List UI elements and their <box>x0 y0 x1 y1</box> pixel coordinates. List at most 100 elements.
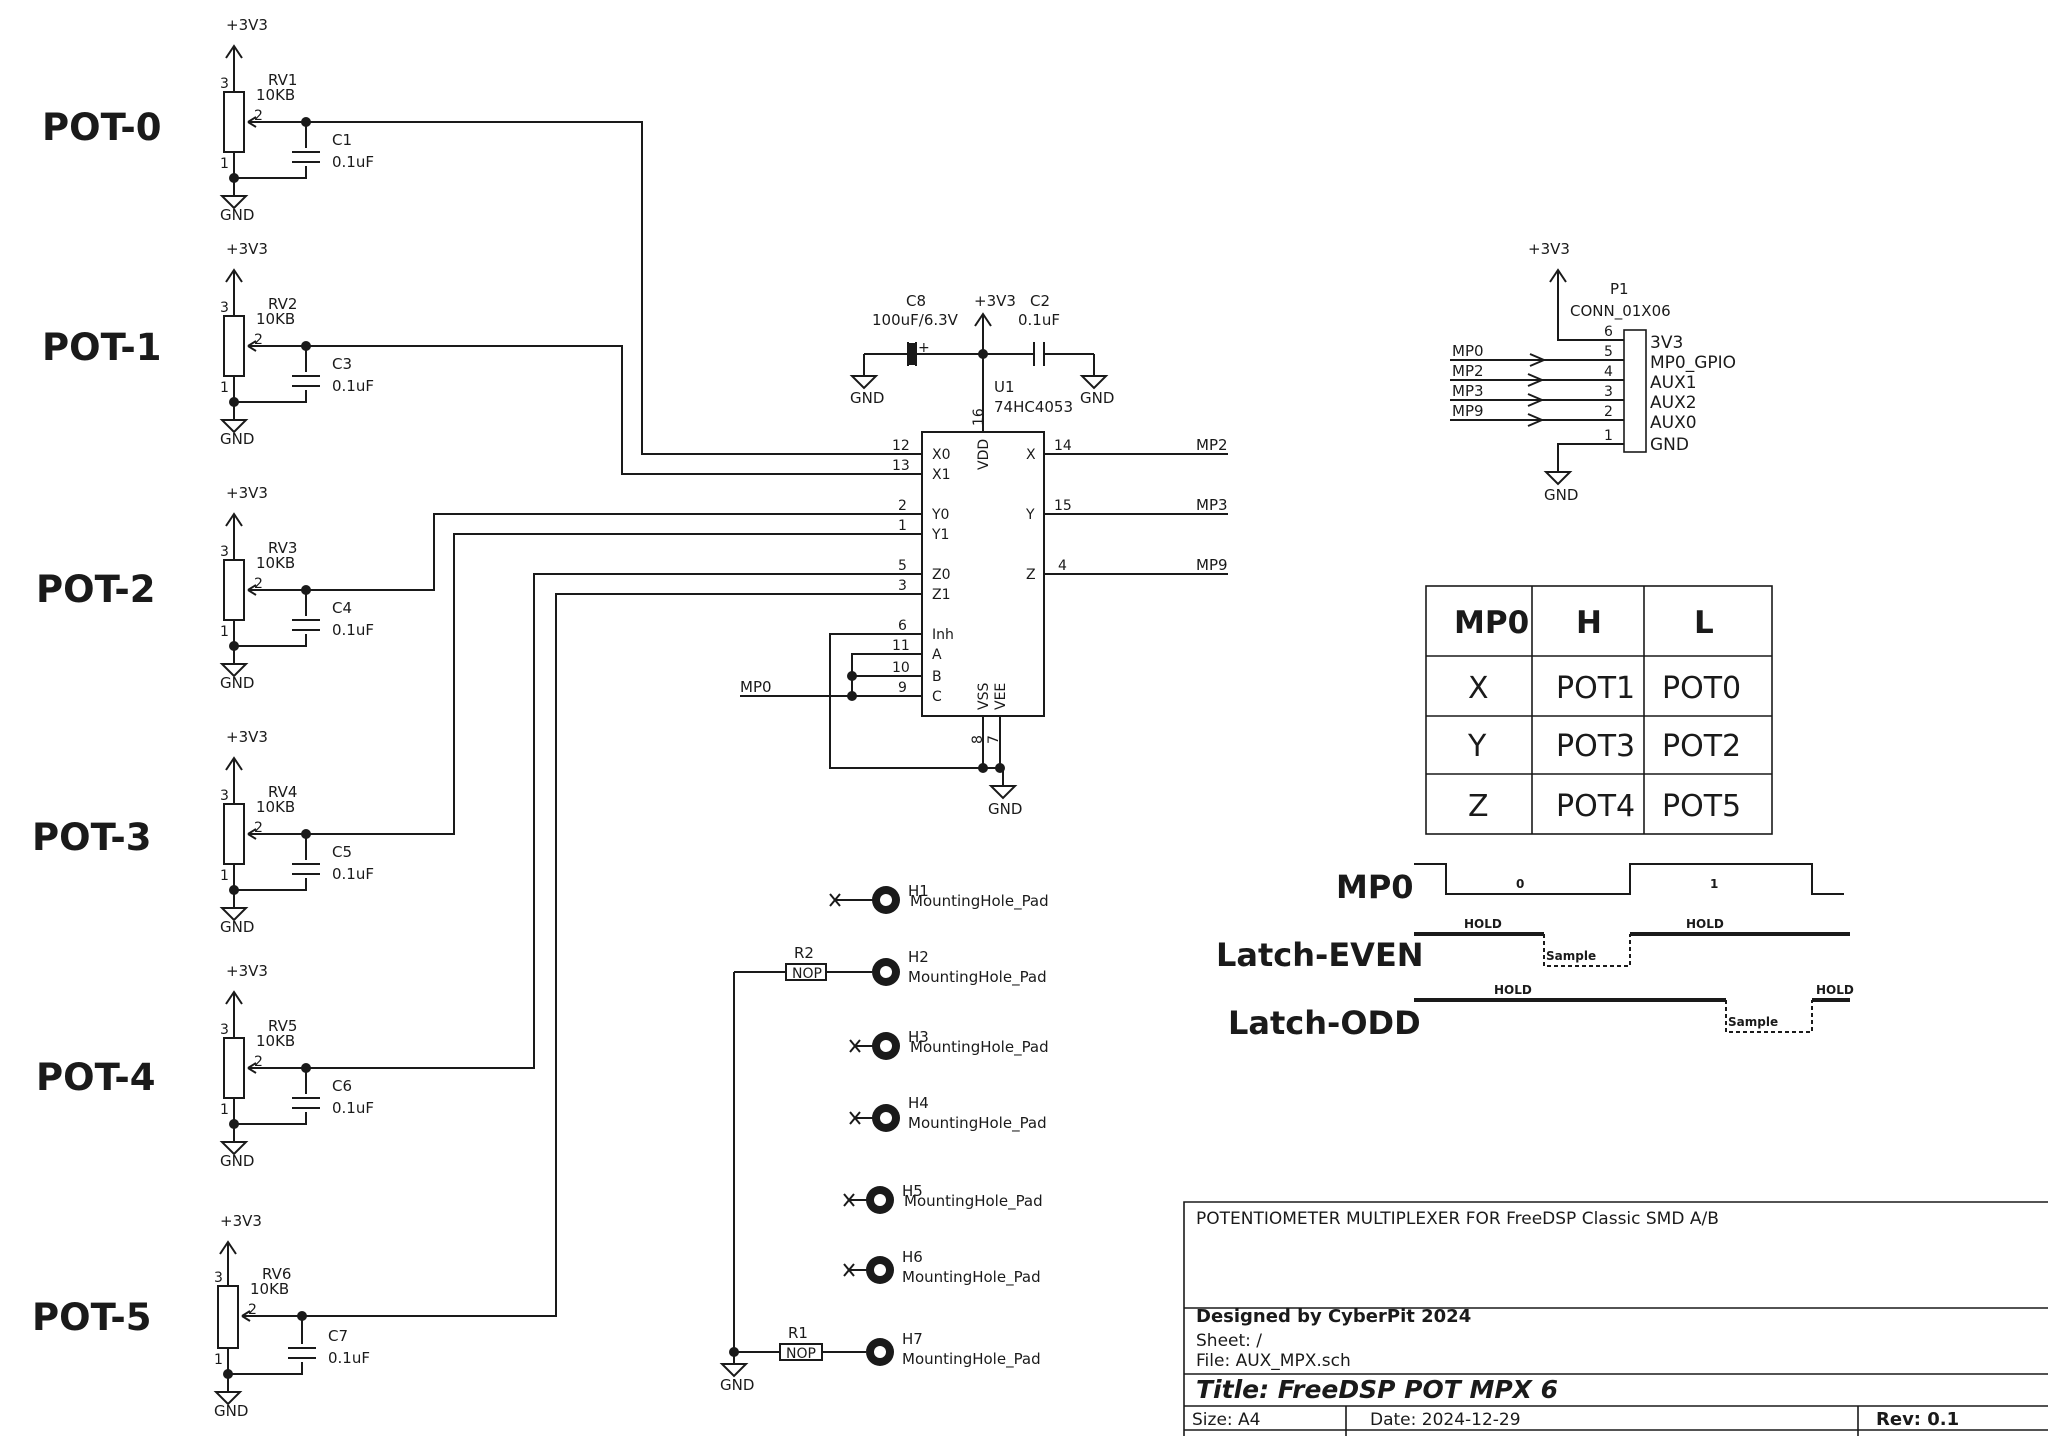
schematic-label: A <box>932 647 942 663</box>
schematic-label: GND <box>220 206 254 224</box>
schematic-label: GND <box>720 1376 754 1394</box>
sheet-size: Size: A4 <box>1192 1410 1260 1430</box>
schematic-label: POT0 <box>1662 671 1741 706</box>
schematic-label: RV6 <box>262 1265 291 1283</box>
schematic-label: C <box>932 689 942 705</box>
schematic-label: GND <box>220 430 254 448</box>
schematic-label: 6 <box>898 618 907 634</box>
schematic-label: MountingHole_Pad <box>902 1350 1041 1369</box>
schematic-label: +3V3 <box>226 728 268 746</box>
schematic-label: MountingHole_Pad <box>904 1192 1043 1211</box>
schematic-label: 3 <box>898 578 907 594</box>
schematic-label: Z0 <box>932 567 951 583</box>
sheet-date: Date: 2024-12-29 <box>1370 1410 1521 1430</box>
schematic-label: Sample <box>1728 1015 1778 1029</box>
pot-block-4: +3V3 3 2 1 RV5 10KB C6 0.1uF GND POT-4 <box>36 962 374 1170</box>
pot-label: POT-0 <box>42 106 161 149</box>
schematic-label: GND <box>1544 486 1578 504</box>
schematic-label: X <box>1026 447 1036 463</box>
connector-p1: +3V3 P1 CONN_01X06 GND MP0 MP2 MP3 MP9 6… <box>1450 240 1736 504</box>
schematic-label: H2 <box>908 948 929 966</box>
schematic-label: GND <box>850 389 884 407</box>
schematic-label: +3V3 <box>974 292 1016 310</box>
schematic-label: Latch-EVEN <box>1216 936 1424 974</box>
mounting-hole-h5: H5 MountingHole_Pad <box>843 1182 1043 1214</box>
net-label: MP9 <box>1452 402 1484 420</box>
schematic-label: 1 <box>898 518 907 534</box>
connector-ref: P1 <box>1610 280 1629 298</box>
schematic-label: Sample <box>1546 949 1596 963</box>
schematic-label: 10KB <box>256 798 295 816</box>
schematic-label: NOP <box>786 1346 816 1362</box>
timing-diagram: MP0 Latch-EVEN Latch-ODD 0 1 HOLD Sample… <box>1216 863 1854 1042</box>
vcc-label: +3V3 <box>226 16 268 34</box>
schematic-label: HOLD <box>1816 983 1854 997</box>
schematic-label: C6 <box>332 1077 352 1095</box>
schematic-label: MountingHole_Pad <box>910 892 1049 911</box>
mounting-holes: H1 MountingHole_Pad H2 MountingHole_Pad … <box>719 882 1049 1394</box>
schematic-label: 14 <box>1054 438 1072 454</box>
revision: Rev: 0.1 <box>1876 1409 1959 1430</box>
schematic-label: 16 <box>971 408 987 426</box>
schematic-label: C7 <box>328 1327 348 1345</box>
schematic-label: POT1 <box>1556 671 1635 706</box>
schematic-label: Latch-ODD <box>1228 1004 1421 1042</box>
schematic-label: 4 <box>1058 558 1067 574</box>
schematic-label: 1 <box>220 1102 229 1118</box>
schematic-label: Z <box>1468 789 1489 824</box>
mounting-hole-h2: H2 MountingHole_Pad <box>872 948 1047 987</box>
mux-part: 74HC4053 <box>994 398 1073 416</box>
title-block: POTENTIOMETER MULTIPLEXER FOR FreeDSP Cl… <box>1183 1201 2048 1436</box>
title-comment: POTENTIOMETER MULTIPLEXER FOR FreeDSP Cl… <box>1196 1209 1719 1229</box>
net-label: MP3 <box>1196 496 1228 514</box>
schematic-label: VDD <box>976 439 992 470</box>
schematic-label: GND <box>214 1402 248 1420</box>
schematic-label: 5 <box>898 558 907 574</box>
schematic-label: 10KB <box>256 310 295 328</box>
pot-block-1: +3V3 3 2 1 RV2 10KB C3 0.1uF GND POT-1 <box>42 240 374 448</box>
schematic-label: Y <box>1025 507 1035 523</box>
schematic-label: H5 <box>902 1182 923 1200</box>
schematic-label: L <box>1694 605 1714 641</box>
schematic-label: 15 <box>1054 498 1072 514</box>
truth-table: MP0 H L X POT1 POT0 Y POT3 POT2 Z POT4 P… <box>1425 585 1773 835</box>
schematic-label: 2 <box>254 576 263 592</box>
schematic-label: 10KB <box>256 1032 295 1050</box>
schematic-label: 10 <box>892 660 910 676</box>
schematic-label: POT4 <box>1556 789 1635 824</box>
net-label: MP0 <box>1452 342 1484 360</box>
schematic-label: RV3 <box>268 539 297 557</box>
mux-u1: U1 74HC4053 12 X0 13 X1 2 Y0 1 Y1 5 Z0 3… <box>740 354 1228 818</box>
net-label: MP2 <box>1196 436 1228 454</box>
schematic-label: R1 <box>788 1324 808 1342</box>
schematic-label: 3 <box>220 76 229 92</box>
pot-block-5: +3V3 3 2 1 RV6 10KB C7 0.1uF GND POT-5 <box>32 1212 370 1420</box>
schematic-label: C3 <box>332 355 352 373</box>
cap-ref: C8 <box>906 292 926 310</box>
schematic-label: Y <box>1467 729 1487 764</box>
schematic-label: 7 <box>986 735 1002 744</box>
schematic-label: 3 <box>214 1270 223 1286</box>
schematic-label: R2 <box>794 944 814 962</box>
schematic-label: Y1 <box>931 527 949 543</box>
mux-right-pins: 14 X MP2 15 Y MP3 4 Z MP9 <box>1025 436 1228 583</box>
net-label: MP3 <box>1452 382 1484 400</box>
schematic-label: H7 <box>902 1330 923 1348</box>
schematic-label: 6 <box>1604 324 1613 340</box>
cap-value: 0.1uF <box>1018 311 1060 329</box>
schematic-label: 1 <box>220 624 229 640</box>
schematic-label: 0.1uF <box>332 621 374 639</box>
cap-ref: C2 <box>1030 292 1050 310</box>
mux-ref: U1 <box>994 378 1015 396</box>
schematic-label: 1 <box>220 868 229 884</box>
schematic-label: 5 <box>1604 344 1613 360</box>
schematic-label: 2 <box>1604 404 1613 420</box>
schematic-label: H1 <box>908 882 929 900</box>
schematic-label: 3V3 <box>1650 333 1683 353</box>
schematic-label: MountingHole_Pad <box>910 1038 1049 1057</box>
schematic-label: GND <box>988 800 1022 818</box>
schematic-label: 3 <box>220 1022 229 1038</box>
schematic-label: AUX0 <box>1650 413 1697 433</box>
connector-part: CONN_01X06 <box>1570 302 1671 321</box>
schematic-label: +3V3 <box>226 484 268 502</box>
